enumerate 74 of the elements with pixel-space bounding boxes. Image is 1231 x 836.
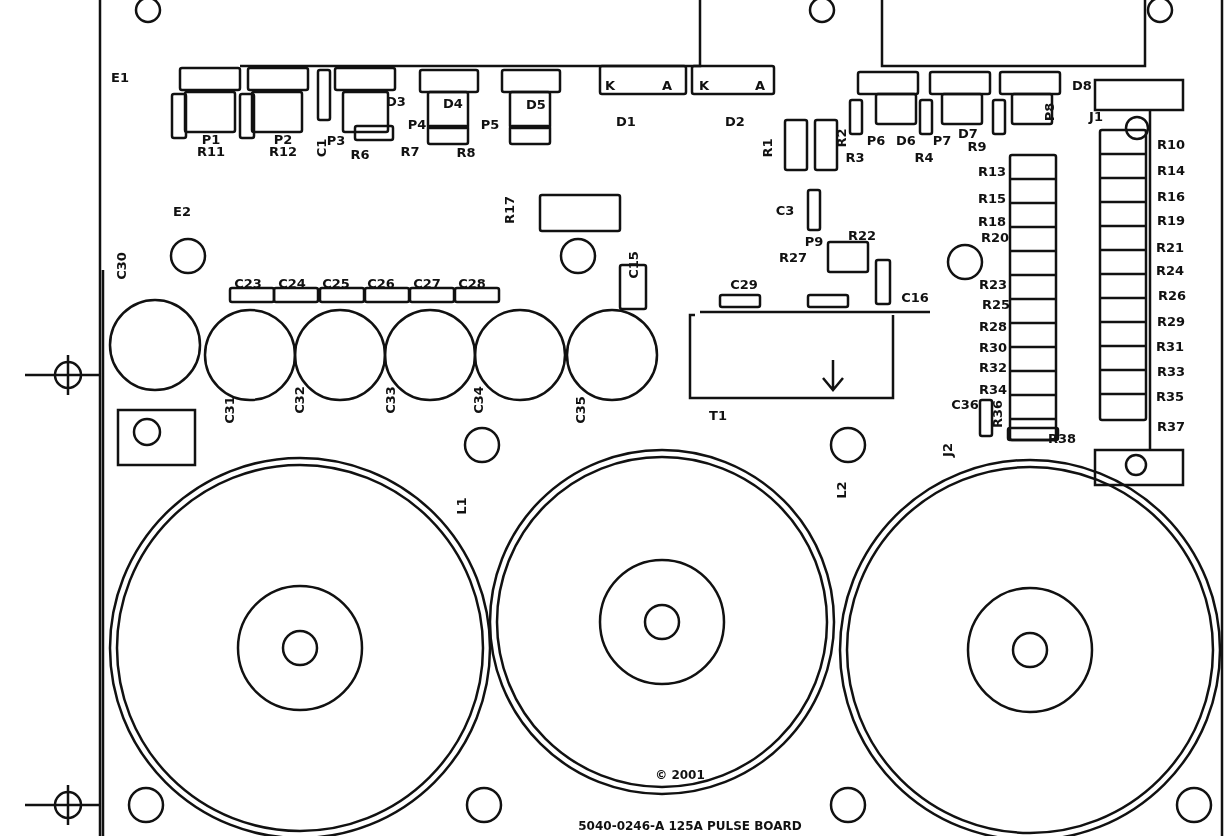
component-label: R1 [761,138,775,158]
component-label: R27 [778,251,808,265]
component-label: P5 [480,118,500,132]
component-label: R20 [980,231,1010,245]
component-label: R4 [914,151,934,165]
component-label: E1 [111,71,129,85]
component-label: C16 [901,291,929,305]
component-label: R11 [196,145,226,159]
component-label: P6 [866,134,886,148]
component-label: R16 [1156,190,1186,204]
component-label: R10 [1156,138,1186,152]
component-label: P4 [407,118,427,132]
component-label: R7 [400,145,420,159]
component-label: P2 [273,133,293,147]
component-label: T1 [709,409,727,423]
component-label: R13 [977,165,1007,179]
component-label: D7 [958,127,978,141]
component-label: R19 [1156,214,1186,228]
component-label: P1 [201,133,221,147]
component-label: C31 [223,396,237,424]
component-label: C34 [472,386,486,414]
component-label: D6 [896,134,916,148]
component-label: D5 [526,98,546,112]
component-label: R26 [1157,289,1187,303]
component-label: L2 [835,481,849,499]
component-label: R6 [350,148,370,162]
component-label: K [604,79,616,93]
component-label: R34 [978,383,1008,397]
component-label: R14 [1156,164,1186,178]
component-label: R28 [978,320,1008,334]
component-label: R22 [847,229,877,243]
board-marking: 5040-0246-A 125A PULSE BOARD [578,819,802,833]
component-label: R29 [1156,315,1186,329]
component-label: C32 [293,386,307,414]
component-label: C29 [730,278,758,292]
component-label: C33 [384,386,398,414]
component-label: R15 [977,192,1007,206]
component-label: J2 [941,443,955,457]
copyright-notice: © 2001 [655,768,705,782]
component-label: D8 [1072,79,1092,93]
component-label: R21 [1155,241,1185,255]
component-label: R33 [1156,365,1186,379]
component-label: C3 [775,204,795,218]
component-label: A [661,79,673,93]
component-label: L1 [455,497,469,515]
component-label: P7 [932,134,952,148]
component-label: C1 [315,138,329,158]
component-label: E2 [173,205,191,219]
component-label: R35 [1155,390,1185,404]
component-label: R25 [981,298,1011,312]
component-label: R12 [268,145,298,159]
component-label: D2 [725,115,745,129]
component-label: P9 [804,235,824,249]
component-label: D1 [616,115,636,129]
component-label: R18 [977,215,1007,229]
component-label: D4 [443,97,463,111]
component-label: C35 [574,396,588,424]
component-label: R9 [967,140,987,154]
component-label: R30 [978,341,1008,355]
component-label: R8 [456,146,476,160]
component-label: R36 [991,399,1005,429]
component-label: C36 [951,398,979,412]
component-label: R23 [978,278,1008,292]
component-label: R31 [1155,340,1185,354]
component-label: P3 [326,134,346,148]
component-label: J1 [1089,110,1103,124]
component-label: C30 [115,252,129,280]
component-label: R17 [503,195,517,225]
component-label: K [698,79,710,93]
component-label: R37 [1156,420,1186,434]
component-label: R24 [1155,264,1185,278]
component-label: A [754,79,766,93]
component-label: R3 [845,151,865,165]
component-label: R32 [978,361,1008,375]
